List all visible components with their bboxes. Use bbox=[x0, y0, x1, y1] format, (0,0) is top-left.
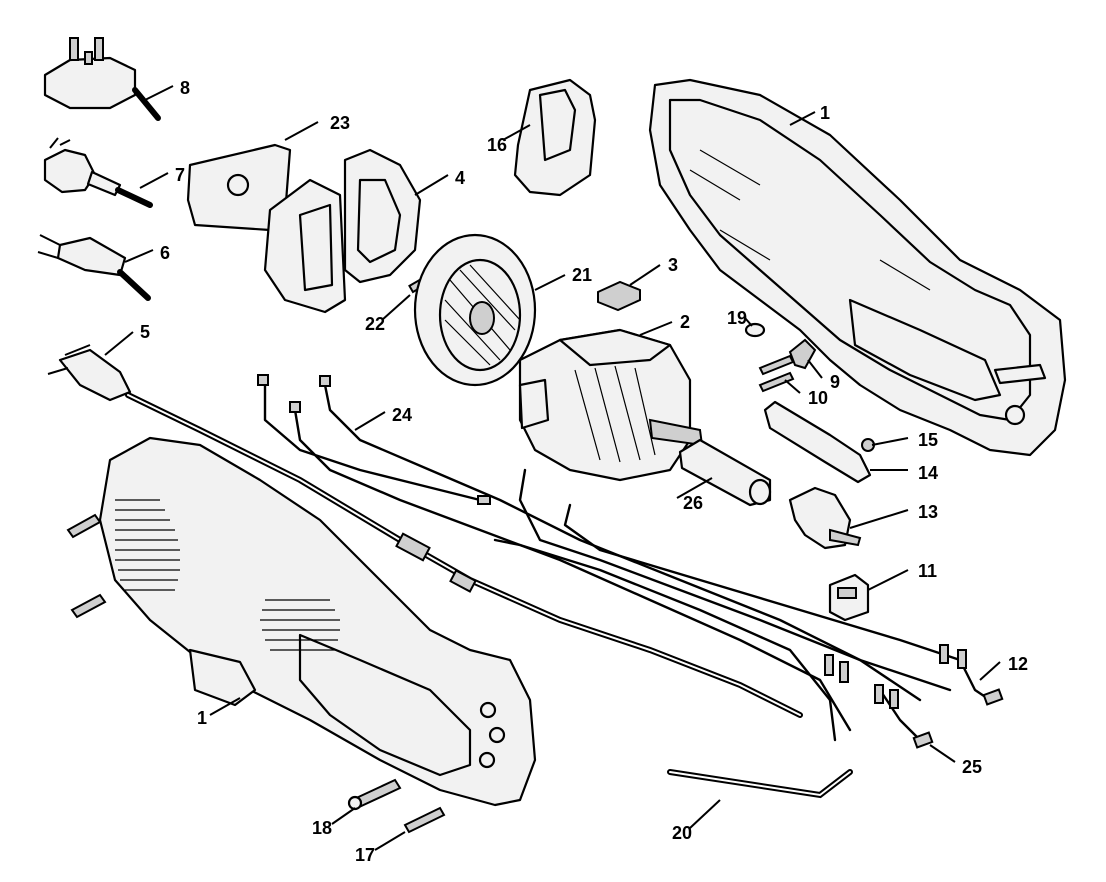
callout-10: 10 bbox=[808, 388, 828, 408]
callout-23: 23 bbox=[330, 113, 350, 133]
callout-4: 4 bbox=[455, 168, 465, 188]
rocker-switch bbox=[828, 573, 870, 622]
plug-eu bbox=[37, 234, 151, 301]
housing-half-left bbox=[98, 436, 537, 807]
callout-21: 21 bbox=[572, 265, 592, 285]
housing-screws bbox=[66, 513, 107, 619]
screws-bottom bbox=[347, 778, 446, 834]
callout-17: 17 bbox=[355, 845, 375, 865]
callout-2: 2 bbox=[680, 312, 690, 332]
switch bbox=[788, 486, 862, 550]
fan-cover bbox=[343, 148, 422, 284]
screws bbox=[758, 354, 795, 393]
switch-lever bbox=[763, 400, 875, 484]
callout-26: 26 bbox=[683, 493, 703, 513]
callout-7: 7 bbox=[175, 165, 185, 185]
plug-with-cord bbox=[47, 344, 803, 718]
sleeve bbox=[678, 438, 772, 507]
callout-14: 14 bbox=[918, 463, 938, 483]
motor bbox=[518, 328, 704, 482]
callout-20: 20 bbox=[672, 823, 692, 843]
callout-25: 25 bbox=[962, 757, 982, 777]
callout-16: 16 bbox=[487, 135, 507, 155]
callout-11: 11 bbox=[918, 561, 937, 581]
callout-3: 3 bbox=[668, 255, 678, 275]
fan bbox=[413, 233, 537, 387]
callout-15: 15 bbox=[918, 430, 938, 450]
wiring-harness bbox=[257, 374, 1004, 749]
fan-cover-half bbox=[263, 178, 347, 314]
callout-24: 24 bbox=[392, 405, 412, 425]
callout-9: 9 bbox=[830, 372, 840, 392]
callout-22: 22 bbox=[365, 314, 385, 334]
housing-half-right bbox=[648, 78, 1067, 457]
callout-19: 19 bbox=[727, 308, 747, 328]
nut bbox=[744, 322, 766, 338]
callout-13: 13 bbox=[918, 502, 938, 522]
callout-5: 5 bbox=[140, 322, 150, 342]
bracket bbox=[513, 78, 597, 197]
plug-uk bbox=[43, 37, 161, 121]
leader-lines bbox=[104, 85, 1001, 851]
callout-18: 18 bbox=[312, 818, 332, 838]
callout-6: 6 bbox=[160, 243, 170, 263]
plug-au bbox=[43, 137, 153, 208]
callout-8: 8 bbox=[180, 78, 190, 98]
carbon-brush bbox=[597, 280, 641, 312]
callout-12: 12 bbox=[1008, 654, 1028, 674]
callout-1: 1 bbox=[197, 708, 207, 728]
callout-labels: 1123456789101112131415161718192021222324… bbox=[140, 78, 1028, 865]
callout-1: 1 bbox=[820, 103, 830, 123]
